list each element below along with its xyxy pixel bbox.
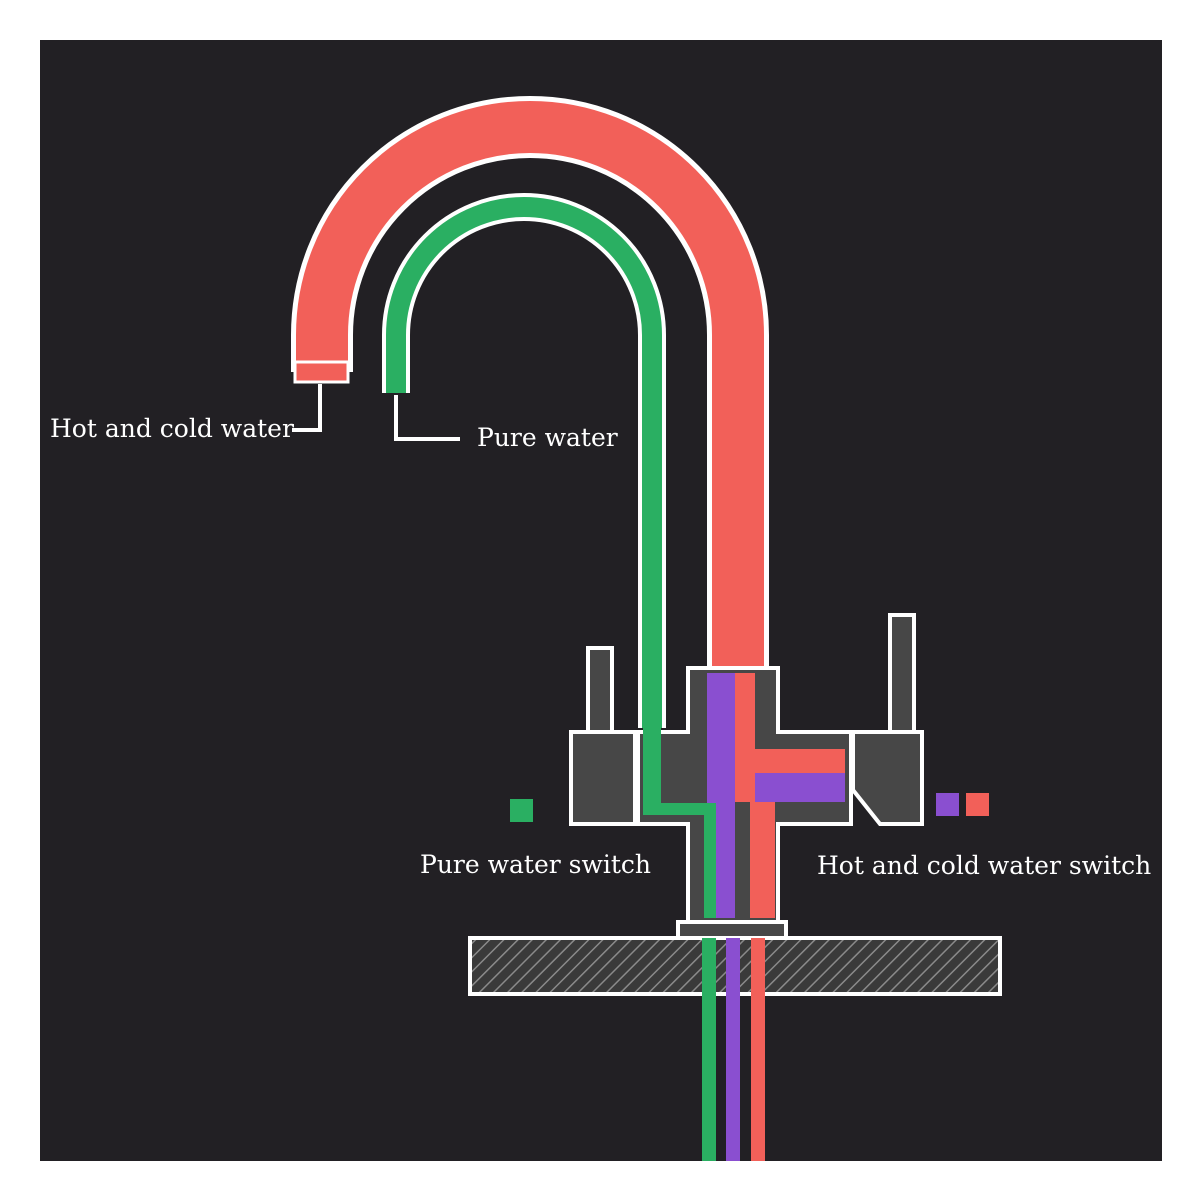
pure-legend-square — [510, 799, 533, 822]
pure-leader — [394, 395, 460, 441]
label-hot-cold-water-switch: Hot and cold water switch — [817, 851, 1151, 880]
cold-legend-square — [936, 793, 959, 816]
pure-supply-pipe — [702, 938, 716, 1170]
pipe-cover — [690, 1161, 780, 1200]
label-pure-water-switch: Pure water switch — [420, 850, 651, 879]
cold-supply-pipe — [726, 938, 740, 1170]
right-lever-handle — [888, 613, 916, 735]
label-hot-cold-water: Hot and cold water — [50, 414, 294, 443]
cold-water-channel — [707, 673, 845, 918]
pure-water-spout — [382, 193, 666, 728]
hot-legend-square — [966, 793, 989, 816]
hot-supply-pipe — [751, 938, 765, 1170]
label-pure-water: Pure water — [477, 423, 618, 452]
left-lever-base — [569, 730, 637, 826]
hot-cold-spout — [291, 96, 769, 668]
hot-cold-outlet — [293, 360, 350, 384]
pure-water-channel — [643, 722, 716, 918]
hot-water-channel — [735, 673, 845, 918]
valve-foot — [676, 920, 788, 940]
hot-cold-leader — [292, 384, 322, 432]
left-lever-handle — [586, 646, 614, 734]
